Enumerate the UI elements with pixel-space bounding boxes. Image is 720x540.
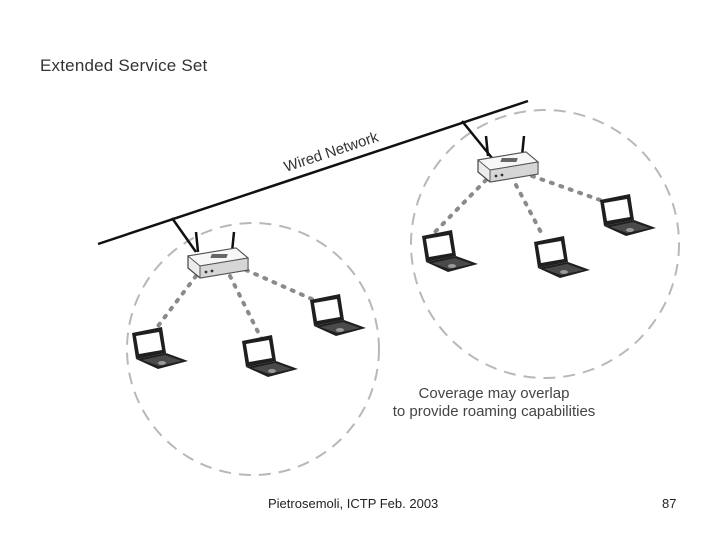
access-point-2 [476, 134, 540, 184]
laptop-6 [600, 194, 656, 236]
caption-line-1: Coverage may overlap [418, 385, 570, 402]
coverage-area-2 [410, 109, 680, 379]
caption-line-2: to provide roaming capabilities [392, 403, 596, 420]
wireless-links-cell-2 [433, 174, 602, 240]
access-point-1 [186, 230, 250, 280]
slide-title: Extended Service Set [40, 56, 208, 75]
wireless-links-cell-1 [153, 268, 316, 342]
laptop-2 [242, 335, 298, 377]
wired-network-label: Wired Network [282, 128, 381, 175]
page-number: 87 [662, 496, 677, 511]
laptop-1 [132, 327, 188, 369]
coverage-caption: Coverage may overlap to provide roaming … [384, 385, 604, 421]
wired-network-line [97, 99, 529, 246]
footer-author: Pietrosemoli, ICTP Feb. 2003 [268, 496, 439, 511]
laptop-4 [422, 230, 478, 272]
laptop-5 [534, 236, 590, 278]
ap-1-drop [170, 217, 198, 253]
coverage-area-1 [126, 222, 380, 476]
laptop-3 [310, 294, 366, 336]
